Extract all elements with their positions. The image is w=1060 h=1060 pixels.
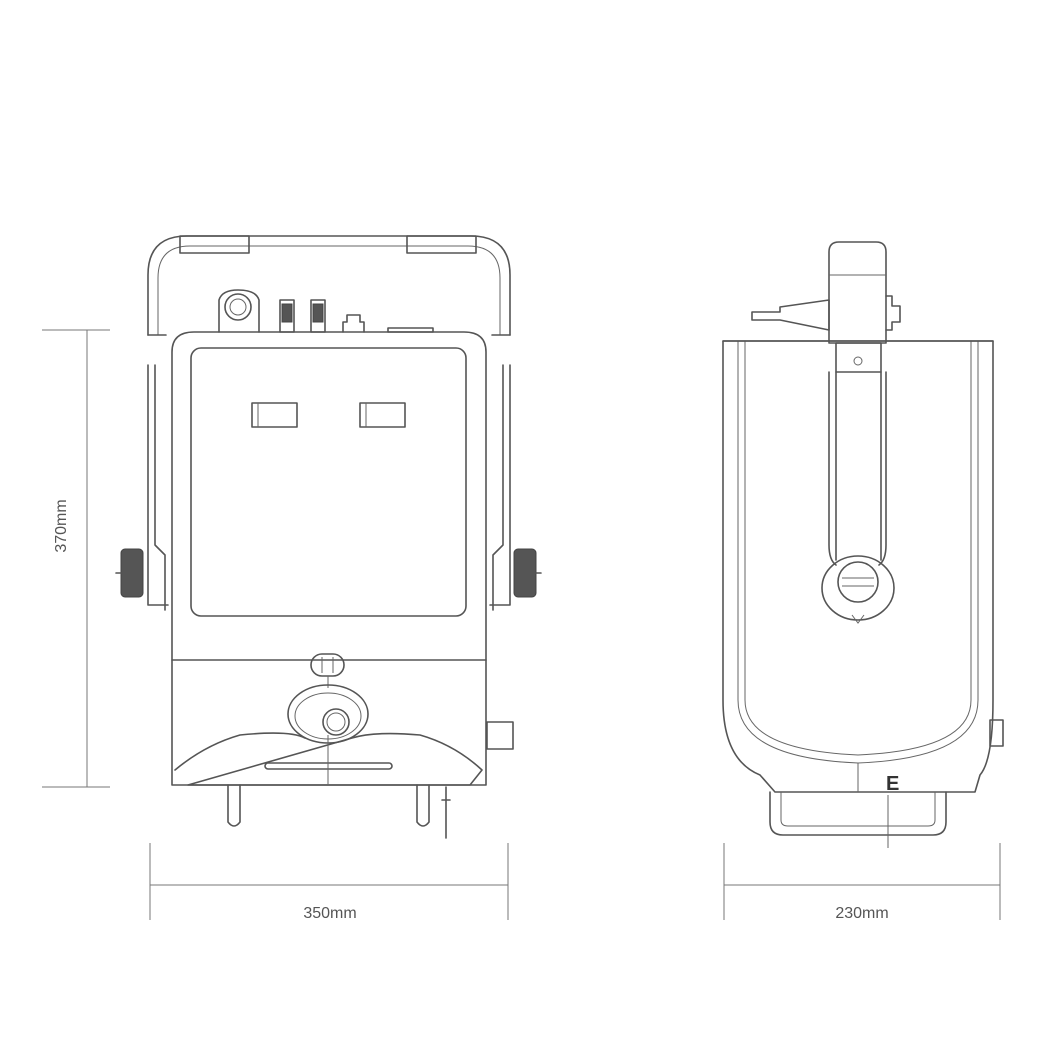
top-connectors [218,289,434,333]
left-slot [251,402,298,428]
side-body [722,340,1004,793]
front-view [115,235,542,839]
outlet-housing [287,684,369,744]
front-panel [190,347,467,617]
side-view-mark: E [886,773,899,795]
left-adjust-knob [115,548,144,598]
side-port [989,719,1004,747]
side-view: E [722,241,1004,848]
feet [227,784,451,839]
top-unit [751,241,901,624]
carry-handle [147,235,511,336]
oval-button [310,653,345,677]
front-width-dimension: 350mm [149,843,509,922]
right-slot [359,402,406,428]
side-depth-label: 230mm [835,905,888,922]
right-adjust-knob [513,548,542,598]
height-label: 370mm [53,499,70,552]
front-width-label: 350mm [303,905,356,922]
side-port [486,721,514,750]
bottom-stand [769,791,947,848]
outlet-knob [322,708,350,736]
side-depth-dimension: 230mm [723,843,1001,922]
height-dimension: 370mm [42,329,110,788]
strap-clip [835,342,882,373]
nozzle [751,299,830,331]
side-rails [147,364,511,611]
main-body [171,331,514,786]
strap-dial [821,555,895,621]
